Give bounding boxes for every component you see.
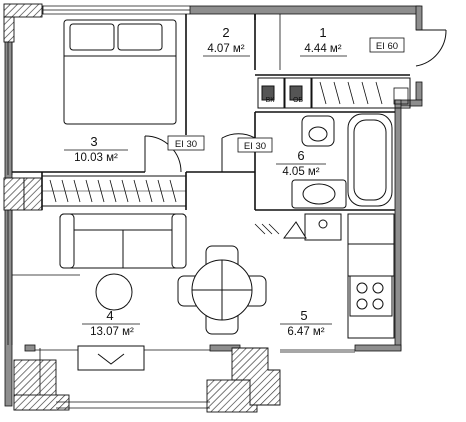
room-4-number: 4 (106, 308, 113, 323)
bed (63, 19, 177, 125)
room-4-area: 13.07 м² (90, 326, 134, 338)
left-window (7, 40, 13, 345)
room-1-area: 4.44 м² (304, 43, 341, 55)
bedroom-fire-rating: EI 30 (175, 139, 197, 150)
hatched-columns (3, 3, 281, 413)
bathroom-fixtures (291, 113, 393, 209)
room-3-number: 3 (90, 134, 97, 149)
ov-label: ОВ (293, 97, 303, 104)
entrance-door-swing (415, 29, 447, 67)
room-2-area: 4.07 м² (207, 43, 244, 55)
hall-wardrobe (311, 77, 411, 109)
dining-table (177, 245, 267, 335)
room-6-area: 4.05 м² (282, 166, 319, 178)
room-5-area: 6.47 м² (287, 326, 324, 338)
top-window (43, 5, 190, 15)
tv-unit (77, 345, 145, 371)
kitchen (254, 213, 395, 339)
utility-shafts (257, 77, 312, 109)
room-5-number: 5 (300, 308, 307, 323)
entrance-fire-rating: EI 60 (376, 41, 398, 52)
room-2-number: 2 (222, 25, 229, 40)
room-1-number: 1 (319, 25, 326, 40)
sofa (59, 213, 187, 269)
coffee-table (95, 273, 133, 311)
fire-rating-labels: EI 60 EI 30 EI 30 (167, 37, 405, 153)
wardrobe (41, 175, 187, 207)
vk-label: ВК (266, 97, 276, 104)
room-6-number: 6 (297, 148, 304, 163)
bathroom-fire-rating: EI 30 (244, 141, 266, 152)
room-labels: 2 4.07 м² 1 4.44 м² 3 10.03 м² 6 4.05 м²… (64, 25, 347, 338)
room-3-area: 10.03 м² (74, 152, 118, 164)
